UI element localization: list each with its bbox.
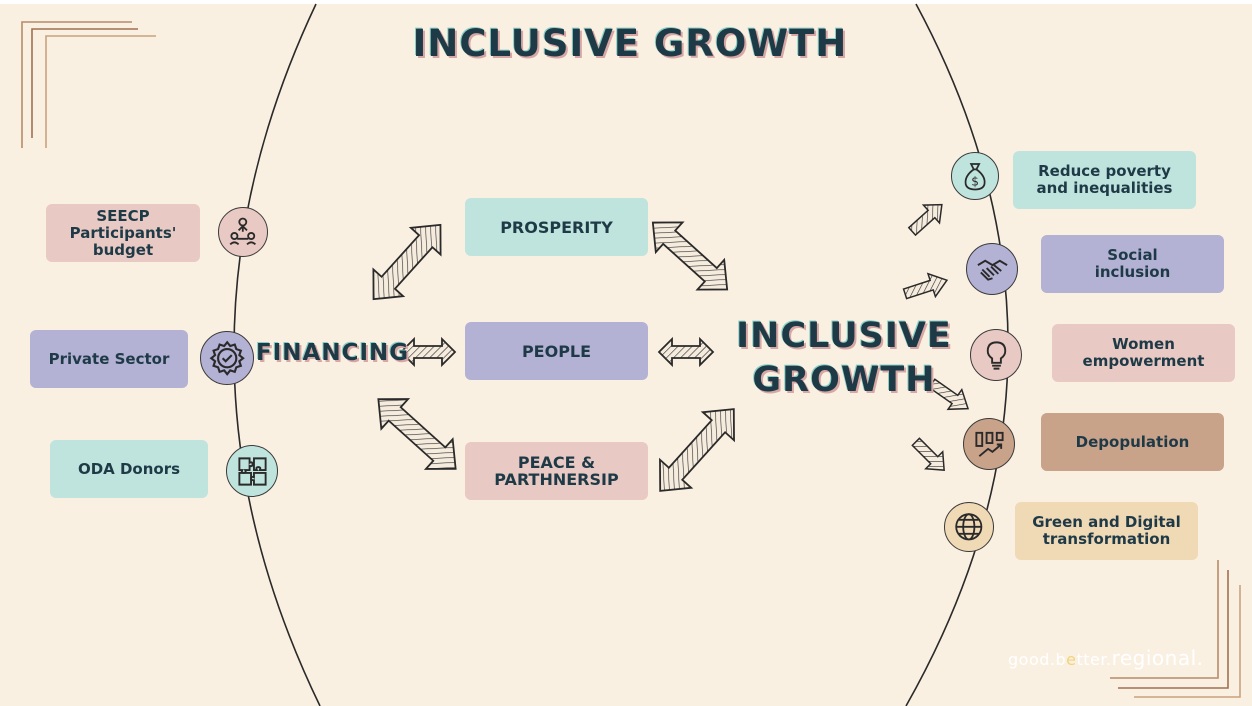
source-label-line1: SEECP — [96, 206, 150, 225]
double-arrow-financing-people — [399, 336, 457, 368]
source-box-seecp: SEECP Participants' budget — [46, 204, 200, 262]
gear-check-icon — [200, 331, 254, 385]
outcome-label-line1: Women — [1112, 335, 1175, 353]
pillar-box-peace: PEACE & PARTHNERSIP — [465, 442, 648, 500]
outcome-box-women: Women empowerment — [1052, 324, 1235, 382]
top-edge — [0, 0, 1252, 4]
arrow-to-women — [928, 378, 970, 411]
population-chart-icon — [963, 418, 1015, 470]
pillar-label: PEOPLE — [521, 341, 592, 361]
source-label-line2: Participants' — [69, 223, 177, 242]
money-bag-icon: $ — [951, 152, 999, 200]
pillar-box-prosperity: PROSPERITY — [465, 198, 648, 256]
corner-decoration-bottom-right — [1110, 560, 1241, 698]
source-label: Private Sector — [48, 349, 170, 368]
outcome-box-social-inclusion: Social inclusion — [1041, 235, 1224, 293]
outcome-label-line1: Social — [1107, 246, 1158, 264]
double-arrow-prosperity-growth — [651, 221, 729, 291]
outcome-box-depopulation: Depopulation — [1041, 413, 1224, 471]
outcome-label-line2: transformation — [1042, 530, 1171, 548]
double-arrow-financing-prosperity — [372, 223, 442, 301]
svg-text:$: $ — [971, 174, 979, 188]
arrow-to-poverty — [907, 203, 943, 237]
outcome-label-line2: empowerment — [1082, 352, 1205, 370]
arrow-to-inclusion — [902, 272, 949, 300]
double-arrow-people-growth — [657, 336, 715, 368]
arrow-to-depopulation — [911, 437, 945, 471]
double-arrow-financing-peace — [377, 398, 457, 470]
brand-part-3: regional — [1111, 646, 1197, 670]
puzzle-icon — [226, 445, 278, 497]
outcome-box-poverty: Reduce poverty and inequalities — [1013, 151, 1196, 209]
pillar-label-line1: PEACE & — [517, 453, 596, 472]
brand-accent: e — [1066, 650, 1077, 669]
source-label: ODA Donors — [77, 459, 181, 478]
handshake-icon — [966, 243, 1018, 295]
center-label-line1: INCLUSIVE — [736, 316, 952, 356]
double-arrow-peace-growth — [659, 408, 735, 492]
outcome-box-green-digital: Green and Digital transformation — [1015, 502, 1198, 560]
people-network-icon — [218, 207, 268, 257]
corner-decoration-top-left — [21, 21, 156, 148]
center-label-line2: GROWTH — [752, 360, 936, 400]
brand-part-4: . — [1196, 646, 1204, 670]
source-label-line3: budget — [92, 240, 154, 259]
brand-part-1: good.b — [1008, 650, 1067, 669]
pillar-label-line2: PARTHNERSIP — [494, 470, 619, 489]
outcome-label-line2: inclusion — [1094, 263, 1171, 281]
lightbulb-icon — [970, 329, 1022, 381]
inclusive-growth-label: INCLUSIVE GROWTH — [730, 314, 958, 402]
diagram-title: INCLUSIVE GROWTH — [412, 22, 848, 65]
globe-icon — [944, 502, 994, 552]
outcome-label: Depopulation — [1075, 432, 1190, 451]
outcome-label-line1: Green and Digital — [1032, 513, 1181, 531]
source-box-oda-donors: ODA Donors — [50, 440, 208, 498]
brand-logo: good.better.regional. — [1008, 646, 1204, 670]
pillar-box-people: PEOPLE — [465, 322, 648, 380]
pillar-label: PROSPERITY — [500, 217, 613, 237]
source-box-private-sector: Private Sector — [30, 330, 188, 388]
brand-part-2: tter. — [1076, 650, 1112, 669]
financing-label: FINANCING — [256, 340, 410, 366]
outcome-label-line2: and inequalities — [1036, 179, 1173, 197]
outcome-label-line1: Reduce poverty — [1038, 162, 1171, 180]
